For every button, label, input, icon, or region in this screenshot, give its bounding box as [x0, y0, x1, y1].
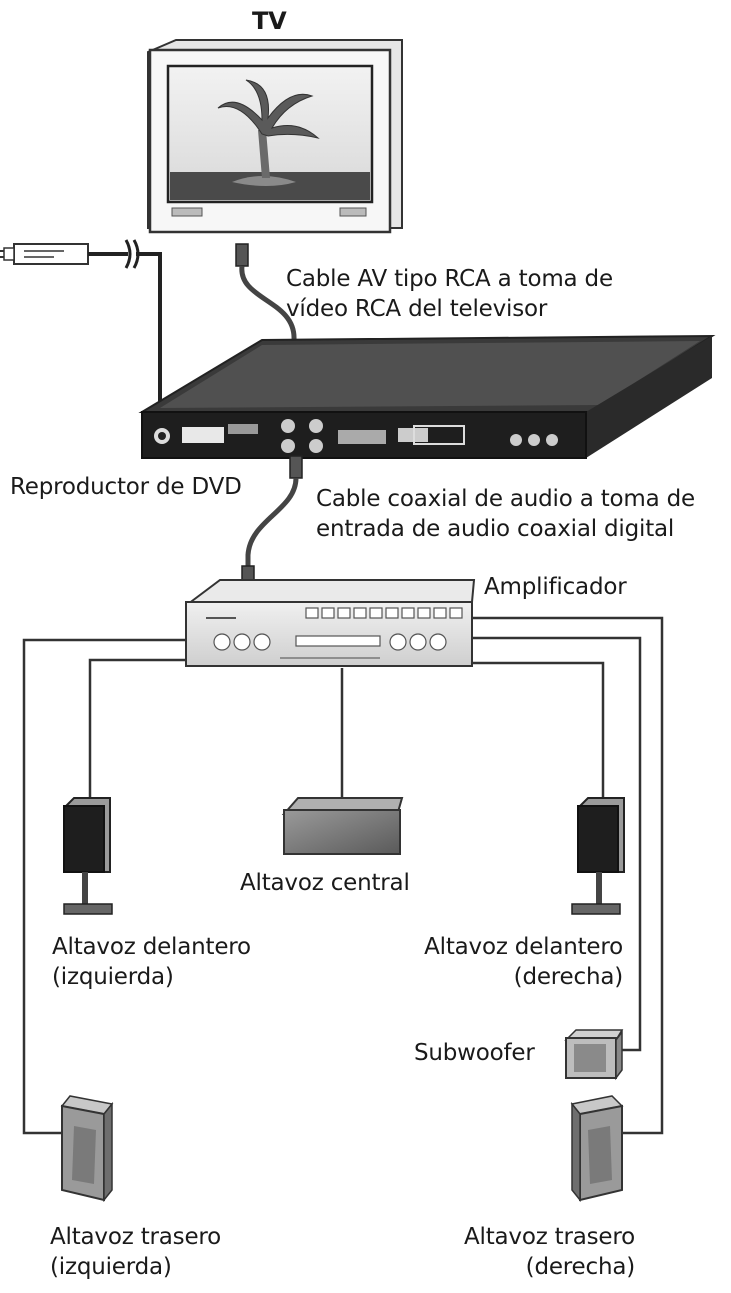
dvd-player-icon	[138, 334, 716, 459]
rear-right-speaker-icon	[570, 1095, 624, 1203]
front-left-speaker-icon	[63, 797, 113, 915]
rear-left-speaker-icon	[60, 1095, 114, 1203]
center-speaker-label: Altavoz central	[240, 870, 410, 896]
power-plug-icon	[13, 243, 89, 265]
wire-front-left	[88, 658, 200, 798]
front-left-speaker-label: Altavoz delantero (izquierda)	[52, 934, 251, 990]
rear-right-speaker-label: Altavoz trasero (derecha)	[463, 1224, 635, 1280]
front-right-speaker-icon	[571, 797, 625, 915]
power-cable	[0, 239, 162, 438]
speaker-wires	[22, 616, 664, 1135]
tv-label: TV	[252, 7, 287, 35]
subwoofer-label: Subwoofer	[414, 1040, 535, 1066]
tv-icon	[147, 39, 403, 234]
dvd-player-label: Reproductor de DVD	[10, 474, 242, 500]
wire-front-right	[470, 661, 605, 800]
amplifier-label: Amplificador	[484, 574, 627, 600]
coax-cable-label: Cable coaxial de audio a toma de entrada…	[316, 486, 695, 542]
av-cable-label: Cable AV tipo RCA a toma de vídeo RCA de…	[286, 266, 613, 322]
amplifier-icon	[184, 579, 476, 667]
coax-cable	[241, 455, 303, 589]
wire-subwoofer	[470, 636, 642, 1052]
center-speaker-icon	[281, 797, 404, 855]
wire-rear-right	[470, 616, 664, 1135]
wire-rear-left	[22, 638, 188, 1135]
front-right-speaker-label: Altavoz delantero (derecha)	[424, 934, 623, 990]
rear-left-speaker-label: Altavoz trasero (izquierda)	[50, 1224, 222, 1280]
subwoofer-icon	[564, 1029, 624, 1081]
